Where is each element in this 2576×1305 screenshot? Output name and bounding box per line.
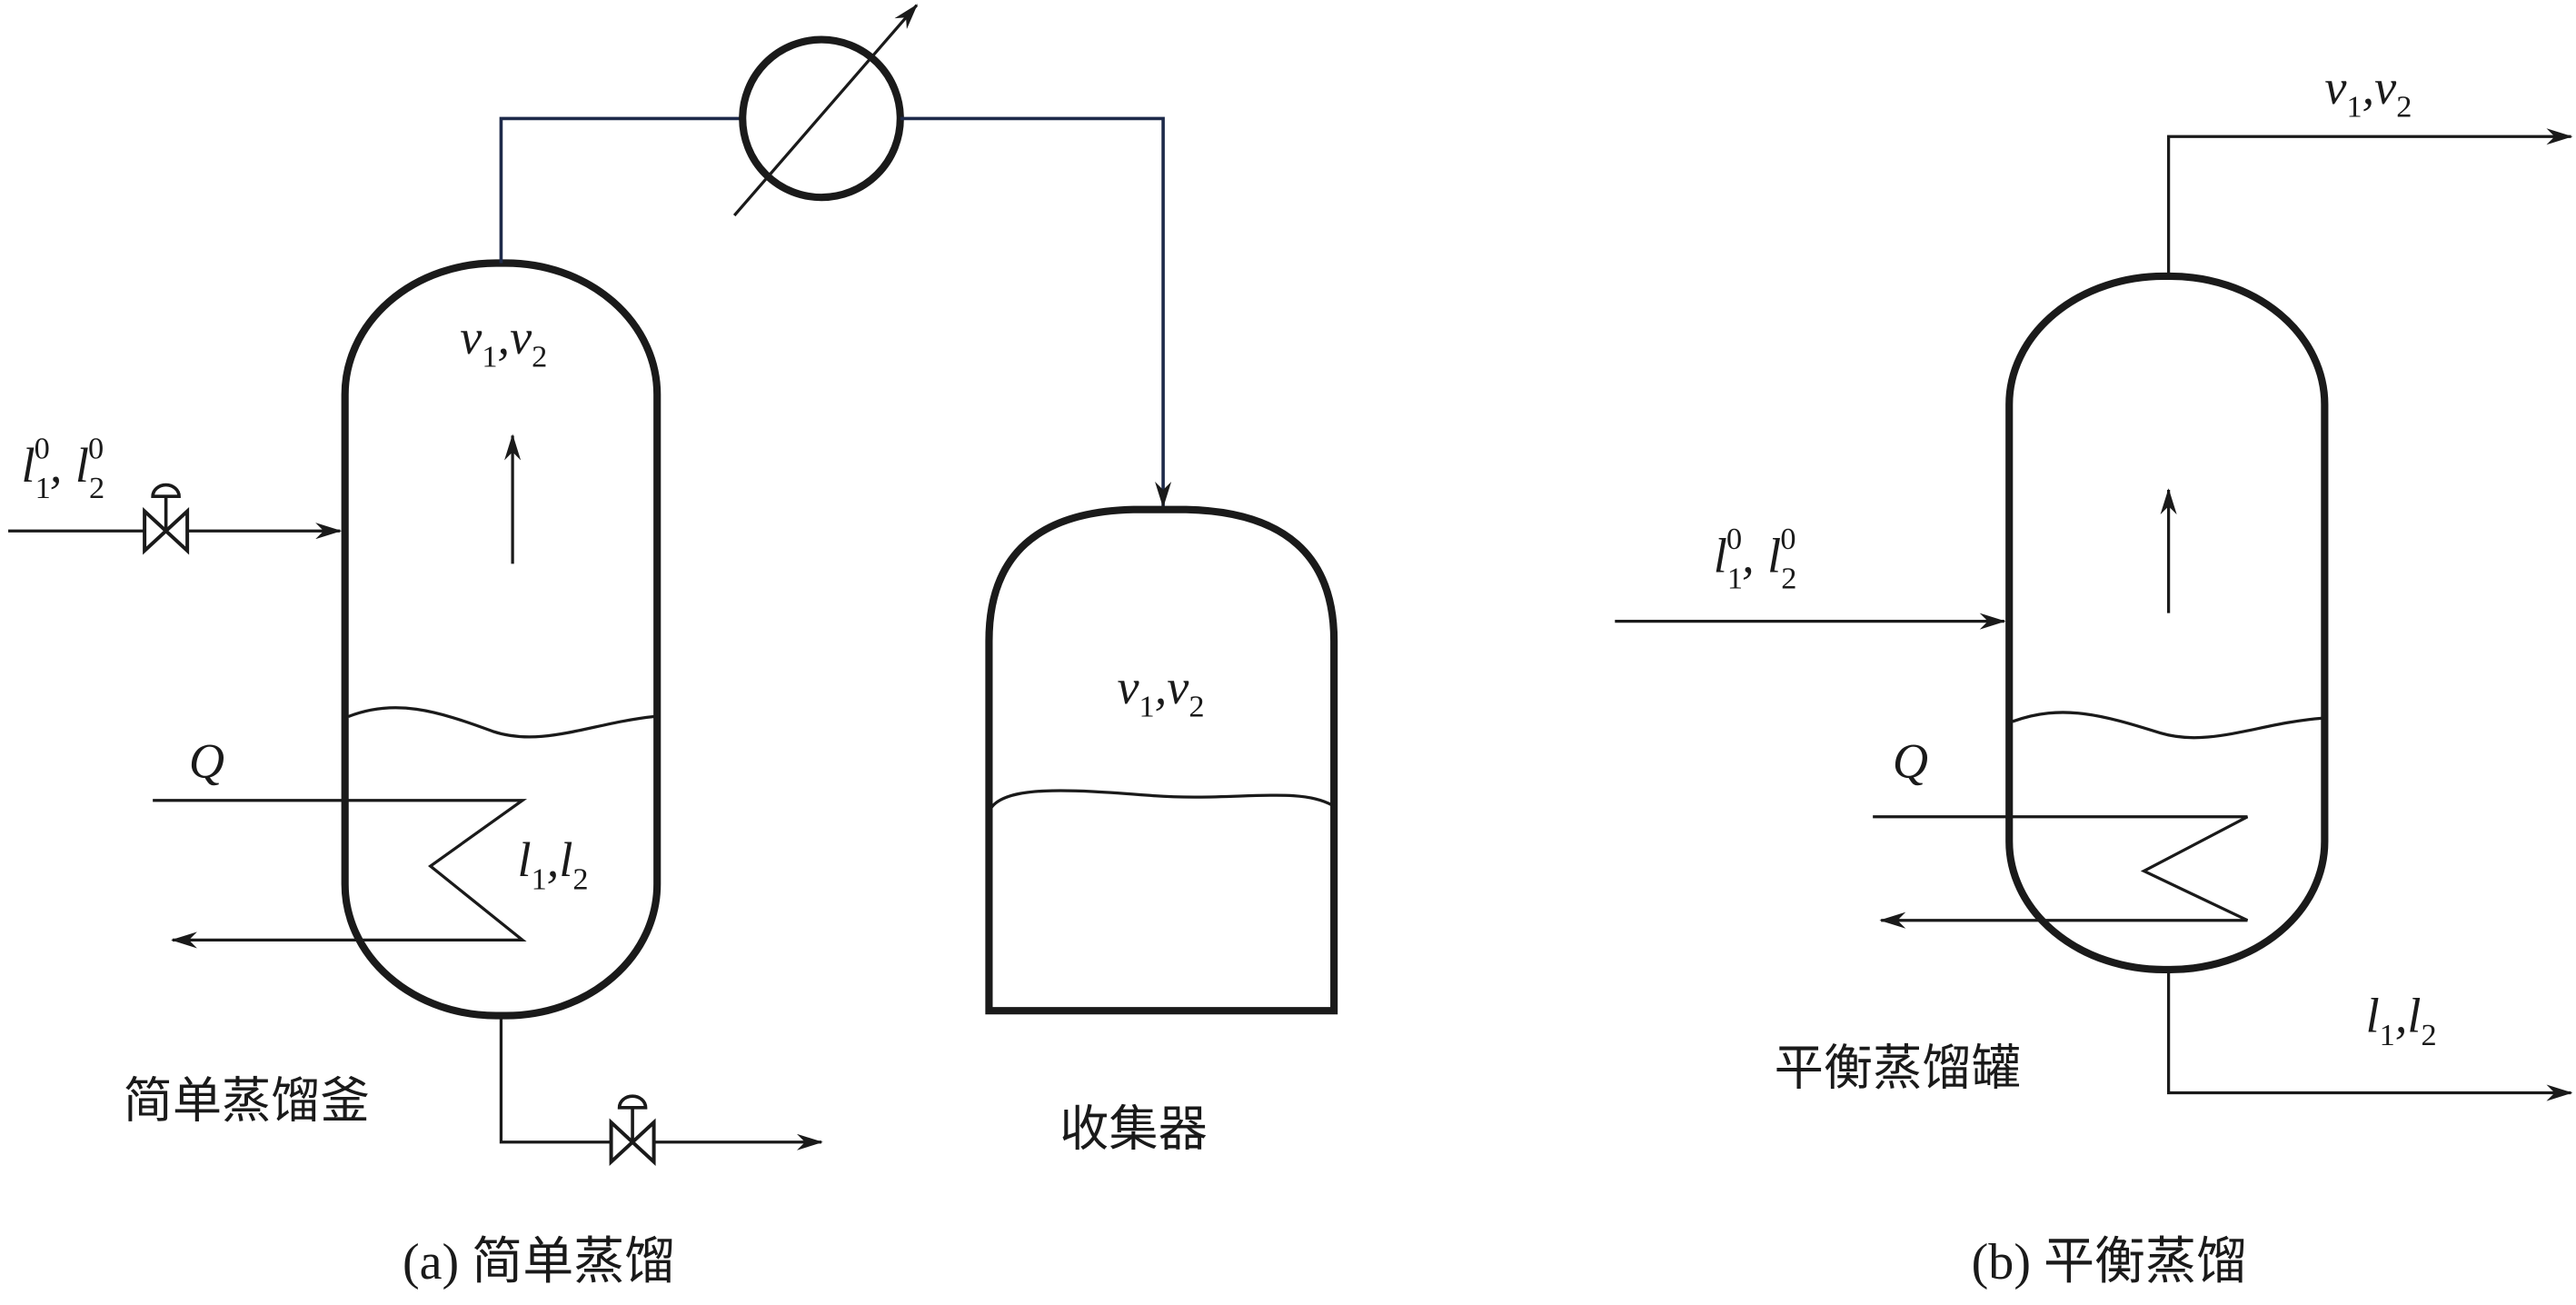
flash-heat-label: Q xyxy=(1893,733,1928,788)
flash-liquid-surface xyxy=(2012,711,2322,740)
outlet-valve-icon xyxy=(609,1094,656,1167)
collector-label: 收集器 xyxy=(1059,1100,1208,1157)
heat-label: Q xyxy=(189,733,224,788)
still-label: 简单蒸馏釜 xyxy=(124,1072,370,1130)
flash-vessel xyxy=(2005,272,2329,974)
condensate-line xyxy=(900,116,1172,508)
flash-vapor-label: v1,v2 xyxy=(2324,60,2412,124)
equilibrium-distillation-panel: v1,v2 l10,l20 Q l1,l2 平衡蒸馏罐 (b) 平衡蒸馏 xyxy=(1615,60,2573,1290)
bottom-outlet-line xyxy=(499,1015,823,1151)
vapor-line xyxy=(499,116,743,264)
still-liquid-surface xyxy=(347,706,654,739)
flash-feed-label: l10,l20 xyxy=(1714,522,1797,595)
collector-vapor-label: v1,v2 xyxy=(1117,660,1204,723)
flash-liquid-outlet xyxy=(2166,969,2573,1101)
still-vapor-label: v1,v2 xyxy=(460,310,547,374)
still-liquid-label: l1,l2 xyxy=(518,832,589,896)
condenser-icon xyxy=(739,35,904,202)
flash-vapor-outlet xyxy=(2166,128,2573,276)
collector-liquid-surface xyxy=(989,789,1334,810)
feed-valve-icon xyxy=(143,483,190,555)
condenser-adjust-arrow xyxy=(732,4,919,217)
flash-heating-coil xyxy=(1873,815,2249,929)
feed-label: l10,l20 xyxy=(22,432,105,505)
caption-a: (a) 简单蒸馏 xyxy=(403,1234,675,1290)
flash-liquid-label: l1,l2 xyxy=(2366,989,2437,1052)
flash-vessel-label: 平衡蒸馏罐 xyxy=(1775,1040,2021,1097)
simple-distillation-panel: l10,l20 v1,v2 Q l1,l2 v1,v2 简单蒸馏釜 收集器 xyxy=(8,4,1338,1290)
heating-coil xyxy=(153,799,528,949)
caption-b: (b) 平衡蒸馏 xyxy=(1972,1234,2247,1290)
collector-vessel xyxy=(985,505,1338,1015)
still-vessel xyxy=(341,259,661,1020)
